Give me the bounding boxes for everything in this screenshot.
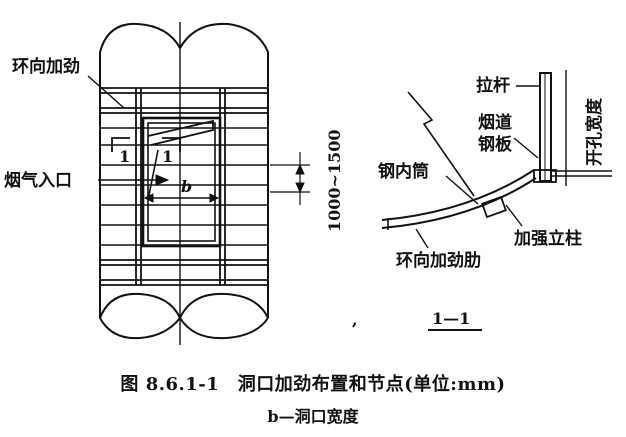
section-mark-left-label: 1 <box>119 147 130 166</box>
tick-mark: , <box>352 310 358 329</box>
opening-frame-inner <box>147 122 216 242</box>
stiffening-column-box <box>481 195 507 219</box>
tube-leader <box>445 175 479 205</box>
ring-bands <box>100 87 268 286</box>
opening-frame-outer <box>141 116 222 248</box>
ring-stiffener-leader <box>87 75 125 109</box>
flue-plate-label-2: 钢板 <box>478 134 513 155</box>
flue-inlet-arrow <box>98 149 170 201</box>
flue-plate-leader <box>513 137 539 159</box>
elevation-view <box>99 22 269 345</box>
steel-inner-tube-label: 钢内筒 <box>378 161 429 182</box>
section-marker-right <box>162 137 181 152</box>
spacing-dim-label: 1000~1500 <box>325 130 344 232</box>
inner-tube-wall-outer <box>381 169 535 221</box>
section-markers <box>111 137 181 152</box>
flue-inlet-label: 烟气入口 <box>4 170 72 191</box>
section-mark-right-label: 1 <box>162 147 173 166</box>
width-symbol-label: b <box>181 177 192 196</box>
rib-leader <box>415 228 429 249</box>
figure-caption: 图 8.6.1-1 洞口加劲布置和节点(单位:mm) <box>120 374 506 395</box>
bottom-break-line-2 <box>99 316 269 340</box>
break-zigzag <box>407 91 475 197</box>
flue-plate-label-1: 烟道 <box>478 112 512 133</box>
figure-legend: b—洞口宽度 <box>267 407 359 426</box>
ring-stiffener-label: 环向加劲 <box>12 56 80 77</box>
bottom-break-line <box>99 292 269 321</box>
opening-flap <box>147 119 214 146</box>
spacing-dimension <box>270 152 310 205</box>
opening-width-label: 开孔宽度 <box>584 97 605 166</box>
top-break-line <box>99 22 269 53</box>
stiffening-column-label: 加强立柱 <box>513 228 582 249</box>
ring-stiffening-rib-label: 环向加劲肋 <box>396 250 481 271</box>
section-title: 1—1 <box>432 309 470 328</box>
tie-rod-label: 拉杆 <box>476 75 510 96</box>
column-leader <box>505 204 523 227</box>
section-marker-left <box>111 137 130 152</box>
inner-tube-wall-inner <box>381 177 537 229</box>
section-view <box>381 70 612 331</box>
